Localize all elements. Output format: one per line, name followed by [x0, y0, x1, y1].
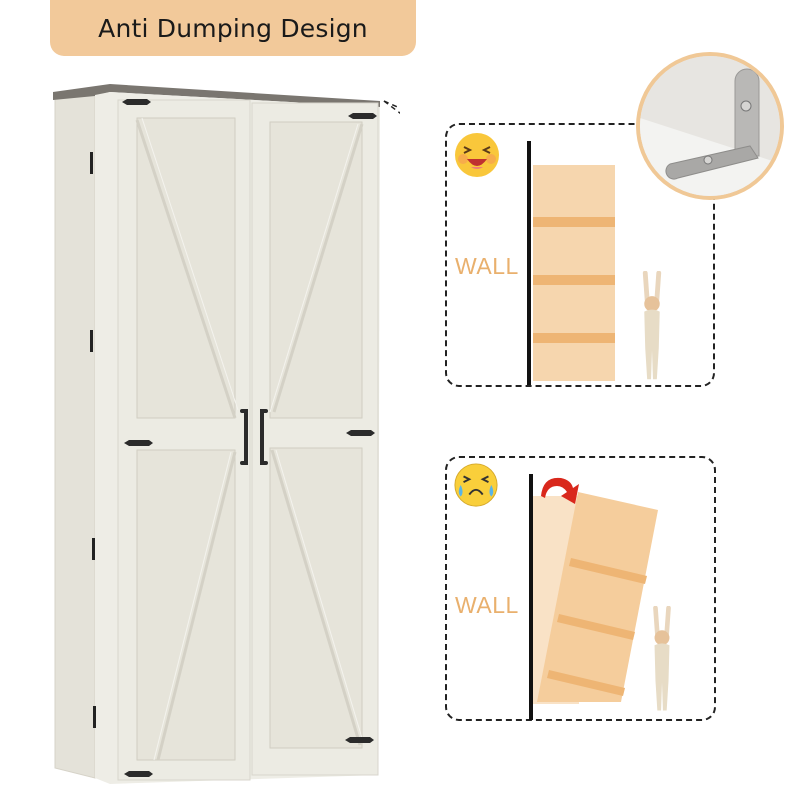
wall-label: WALL	[455, 253, 519, 279]
tip-arrow-icon	[541, 477, 579, 504]
title-banner: Anti Dumping Design	[50, 0, 416, 56]
l-bracket-icon	[640, 56, 780, 196]
tipping-example-panel: WALL	[445, 456, 716, 721]
anchored-cabinet-silhouette	[533, 165, 615, 381]
door-handle-icon	[240, 409, 268, 465]
cabinet-illustration	[53, 84, 400, 784]
child-figure-icon	[642, 271, 662, 380]
strap-hinge-icon	[122, 99, 377, 777]
anti-tip-bracket-inset	[636, 52, 784, 200]
child-figure-icon	[653, 606, 671, 711]
crying-face-icon	[454, 463, 498, 507]
page-title: Anti Dumping Design	[98, 13, 368, 43]
wall-line	[529, 474, 533, 720]
laughing-face-icon	[455, 133, 499, 177]
wall-label: WALL	[455, 592, 519, 618]
hinge-icon	[90, 152, 96, 728]
wall-line	[527, 141, 531, 385]
tipping-cabinet-silhouette	[533, 477, 658, 704]
